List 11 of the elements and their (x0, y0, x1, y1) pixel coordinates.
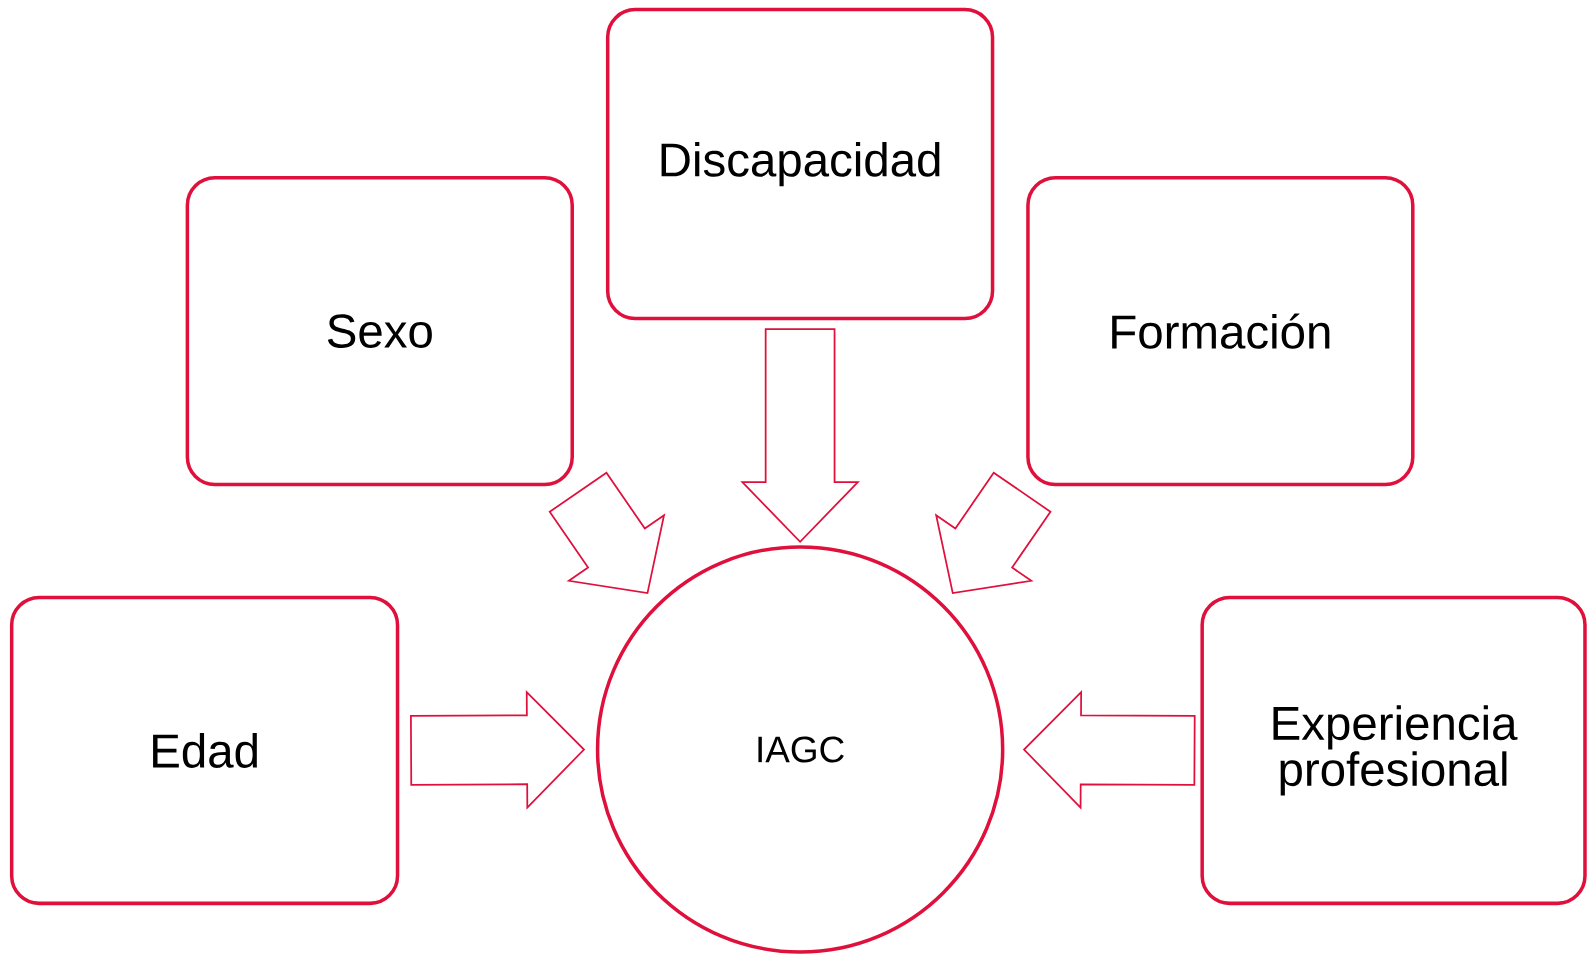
block-arrow (934, 471, 1052, 595)
block-arrow (548, 471, 666, 595)
text-box: Experiencia profesional (1200, 595, 1587, 906)
text-box: Discapacidad (605, 7, 995, 321)
text-box: Sexo (185, 175, 574, 487)
text-box: Edad (9, 595, 400, 906)
block-arrow (1022, 689, 1196, 810)
text-box: Formación (1026, 175, 1415, 487)
block-arrow (740, 328, 860, 544)
block-arrow (410, 689, 586, 810)
circle-node: IAGC (595, 545, 1005, 954)
